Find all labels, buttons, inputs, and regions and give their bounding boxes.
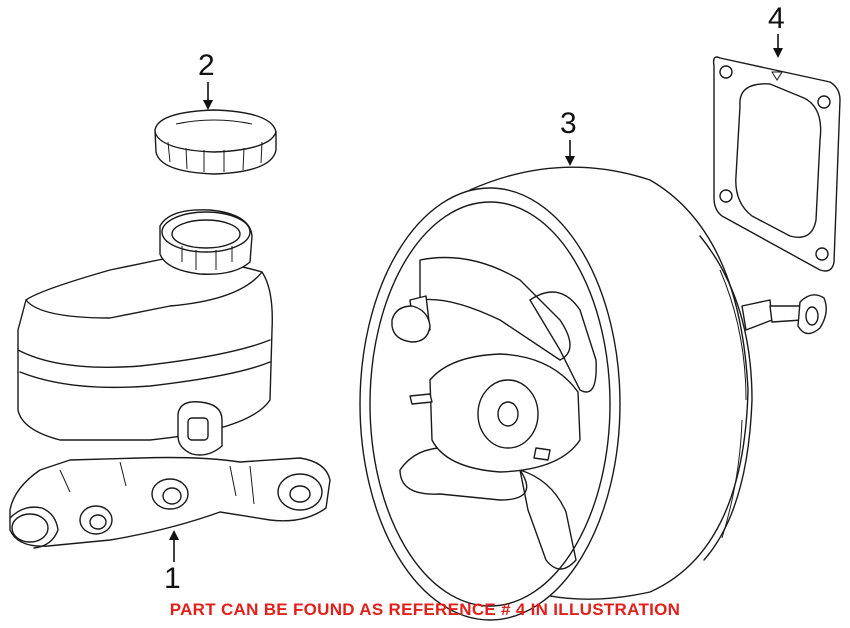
callout-1: 1 [164, 530, 181, 595]
callout-number: 3 [560, 107, 577, 140]
reservoir-cap [154, 109, 277, 175]
brake-booster [359, 166, 827, 621]
callout-number: 2 [198, 49, 215, 82]
callout-3: 3 [560, 107, 577, 166]
master-cylinder [9, 209, 331, 549]
reference-note: PART CAN BE FOUND AS REFERENCE # 4 IN IL… [169, 600, 681, 619]
callout-number: 1 [164, 562, 181, 595]
booster-gasket [712, 56, 841, 272]
callout-4: 4 [768, 2, 785, 58]
callout-2: 2 [198, 49, 215, 110]
callout-number: 4 [768, 2, 785, 35]
